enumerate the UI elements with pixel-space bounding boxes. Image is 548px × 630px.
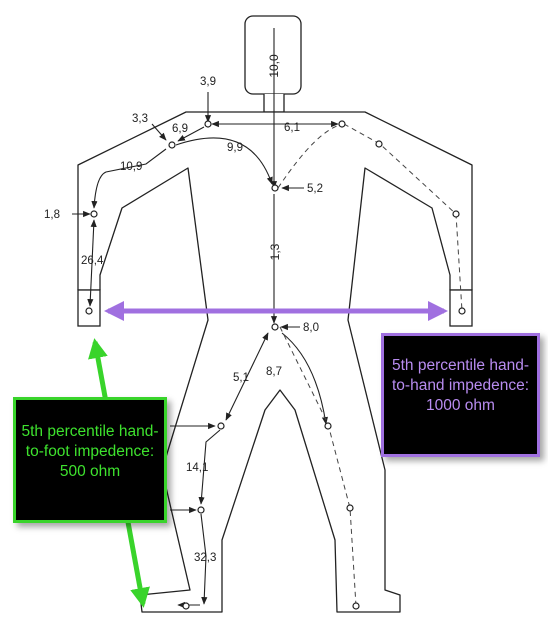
shoulder-width-label: 6,1 [284, 122, 300, 134]
knee-shin-label: 14,1 [186, 462, 208, 474]
forearm-label: 26,4 [81, 255, 104, 267]
point-foot-left [182, 602, 190, 610]
point-shin-left [197, 506, 205, 514]
point-hand-right [458, 307, 466, 315]
thigh-left-label: 5,1 [233, 372, 249, 384]
elbow-label: 1,8 [44, 209, 60, 221]
point-elbow-left [90, 210, 98, 218]
body-outline [77, 111, 473, 613]
head-label: 10,0 [267, 54, 281, 78]
point-hand-left [85, 307, 93, 315]
point-shoulder-left [168, 141, 176, 149]
chest-point-label: 5,2 [307, 183, 323, 195]
shoulder-left-label: 3,3 [132, 113, 148, 125]
point-knee-right [324, 422, 332, 430]
thigh-right-label: 8,7 [266, 366, 282, 378]
point-elbow-right [452, 210, 460, 218]
hand-to-hand-text: 5th percentile hand-to-hand impedence: 1… [391, 357, 529, 414]
neck-label: 3,9 [200, 76, 216, 88]
point-knee-left [217, 422, 225, 430]
hand-to-foot-callout: 5th percentile hand-to-foot impedence: 5… [13, 397, 167, 523]
lower-leg-label: 32,3 [194, 552, 216, 564]
upper-arm-label: 10,9 [120, 161, 142, 173]
point-shoulder-right-2 [375, 140, 383, 148]
point-chest [271, 184, 279, 192]
right-side-dashed-path [277, 123, 463, 607]
shoulder-inner-label: 6,9 [172, 123, 188, 135]
point-foot-right [352, 602, 360, 610]
hand-to-hand-callout: 5th percentile hand-to-hand impedence: 1… [381, 333, 540, 457]
point-shoulder-right [338, 120, 346, 128]
torso-label: 1,3 [268, 243, 282, 260]
chest-arc-label: 9,9 [227, 142, 243, 154]
groin-label: 8,0 [303, 322, 319, 334]
hand-to-foot-text: 5th percentile hand-to-foot impedence: 5… [21, 423, 159, 480]
point-groin [271, 323, 279, 331]
point-neck [204, 120, 212, 128]
point-shin-right [346, 504, 354, 512]
